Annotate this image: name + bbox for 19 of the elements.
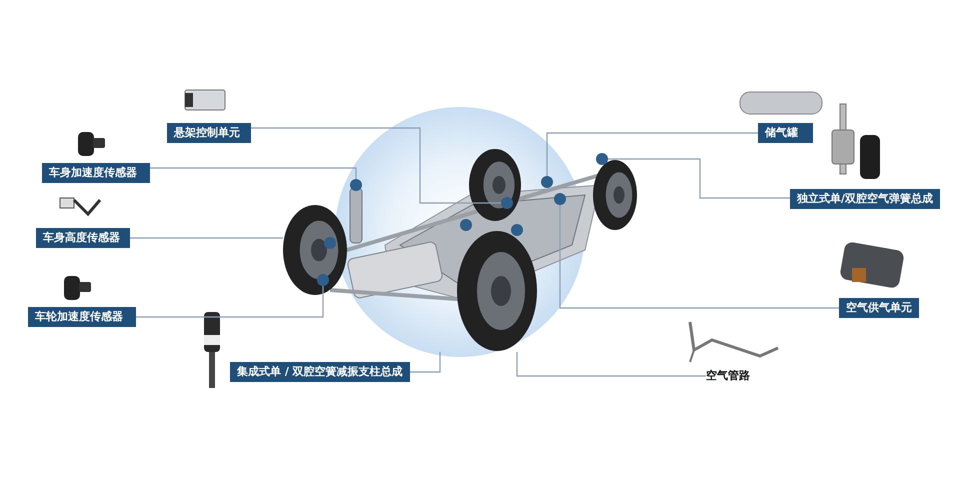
part-label-box: 集成式单 / 双腔空簧减振支柱总成 (230, 362, 410, 382)
leader-line (559, 205, 839, 309)
leader-line (130, 237, 283, 239)
part-label-box: 储气罐 (758, 123, 813, 143)
part-label: 空气管路 (706, 369, 750, 383)
leader-line (150, 167, 357, 179)
part-label-box: 空气供气单元 (839, 298, 919, 318)
part-label-box: 车轮加速度传感器 (28, 307, 136, 327)
part-label-box: 悬架控制单元 (167, 123, 251, 143)
part-label-box: 独立式单/双腔空气弹簧总成 (790, 189, 940, 209)
leader-line (546, 132, 758, 176)
leader-line (136, 286, 324, 318)
leader-line (251, 127, 501, 204)
leader-line (516, 352, 706, 377)
part-label-box: 车身加速度传感器 (42, 163, 150, 183)
leader-line (410, 352, 441, 373)
marker-dot (596, 153, 608, 165)
part-label-box: 车身高度传感器 (36, 228, 130, 248)
leader-line (608, 158, 790, 199)
